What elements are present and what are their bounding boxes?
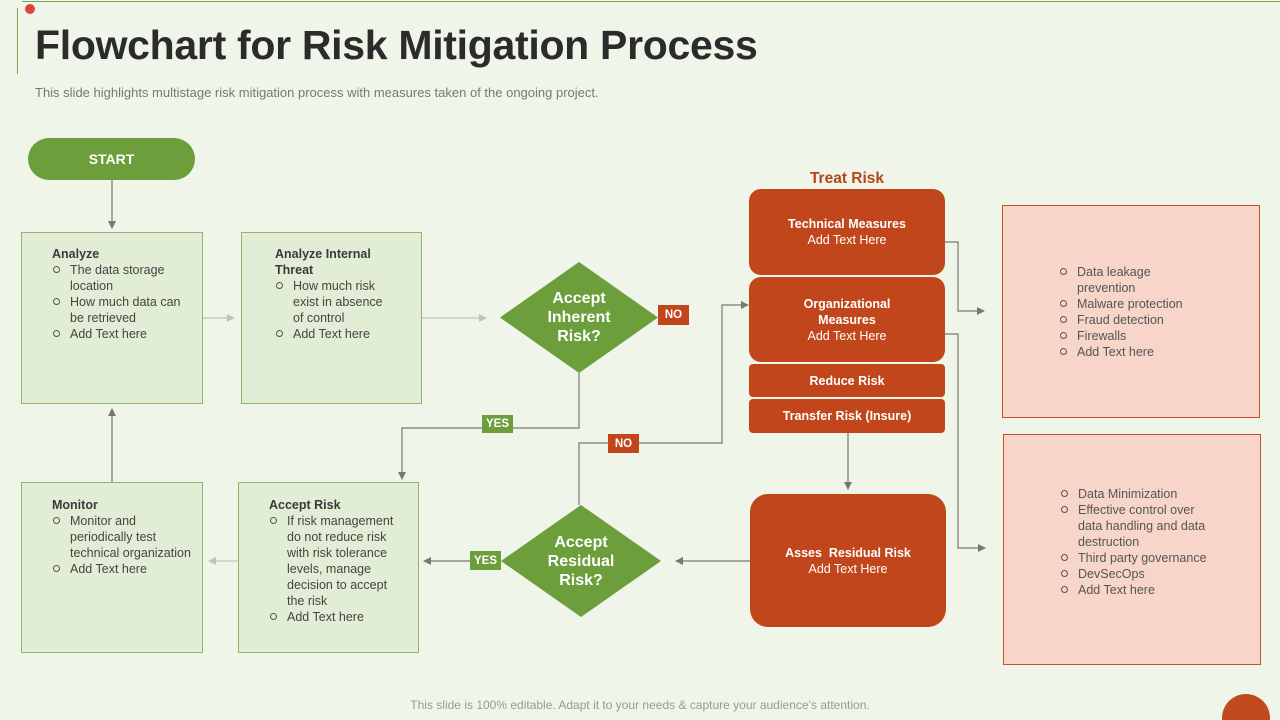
list-item: Firewalls — [1059, 328, 1209, 344]
reduce-risk-box: Reduce Risk — [749, 364, 945, 397]
red-dot-icon — [25, 4, 35, 14]
connector-residual-no — [578, 301, 749, 505]
list-item: Data leakage prevention — [1059, 264, 1209, 296]
list-item: Add Text here — [52, 326, 192, 342]
asses-residual-risk-text: Add Text Here — [808, 561, 888, 576]
list-item: Add Text here — [1059, 344, 1209, 360]
list-item: Data Minimization — [1060, 486, 1212, 502]
accept-residual-risk-decision: Accept Residual Risk? — [501, 505, 661, 617]
list-item: Monitor and periodically test technical … — [52, 513, 192, 561]
list-item: Effective control over data handling and… — [1060, 502, 1212, 550]
page-title: Flowchart for Risk Mitigation Process — [35, 22, 758, 68]
accept-inherent-risk-decision: Accept Inherent Risk? — [500, 262, 658, 373]
analyze-box: Analyze The data storage location How mu… — [21, 232, 203, 404]
accept-inherent-risk-label: Accept Inherent Risk? — [547, 290, 611, 345]
organizational-measures-text: Add Text Here — [807, 328, 887, 343]
list-item: Add Text here — [1060, 582, 1212, 598]
analyze-threat-title: Analyze Internal Threat — [275, 247, 371, 277]
left-accent-line — [17, 8, 18, 74]
page-subtitle: This slide highlights multistage risk mi… — [35, 85, 599, 100]
no-tag-residual: NO — [608, 434, 639, 453]
asses-residual-risk-title: Asses Residual Risk — [785, 545, 911, 560]
list-item: Add Text here — [52, 561, 192, 577]
technical-measures-title: Technical Measures — [788, 217, 906, 231]
list-item: If risk management do not reduce risk wi… — [269, 513, 396, 609]
technical-measures-box: Technical Measures Add Text Here — [749, 189, 945, 275]
yes-tag-inherent: YES — [482, 415, 513, 433]
organizational-measures-list-box: Data Minimization Effective control over… — [1003, 434, 1261, 665]
list-item: Third party governance — [1060, 550, 1212, 566]
asses-residual-risk-box: Asses Residual Risk Add Text Here — [750, 494, 946, 627]
accept-risk-box: Accept Risk If risk management do not re… — [238, 482, 419, 653]
technical-measures-text: Add Text Here — [807, 233, 887, 247]
monitor-box: Monitor Monitor and periodically test te… — [21, 482, 203, 653]
no-tag-inherent: NO — [658, 305, 689, 325]
accept-residual-risk-label: Accept Residual Risk? — [547, 533, 615, 589]
transfer-risk-box: Transfer Risk (Insure) — [749, 399, 945, 433]
monitor-title: Monitor — [52, 498, 98, 512]
organizational-measures-title: Organizational Measures — [803, 296, 891, 327]
list-item: Fraud detection — [1059, 312, 1209, 328]
list-item: How much risk exist in absence of contro… — [275, 278, 395, 326]
analyze-internal-threat-box: Analyze Internal Threat How much risk ex… — [241, 232, 422, 404]
organizational-measures-box: Organizational Measures Add Text Here — [749, 277, 945, 362]
technical-measures-list: Data leakage prevention Malware protecti… — [1059, 264, 1209, 360]
top-border-line — [22, 1, 1280, 2]
footer-note: This slide is 100% editable. Adapt it to… — [410, 698, 870, 712]
organizational-measures-list: Data Minimization Effective control over… — [1060, 486, 1212, 598]
analyze-threat-list: How much risk exist in absence of contro… — [275, 278, 395, 342]
list-item: DevSecOps — [1060, 566, 1212, 582]
list-item: Add Text here — [275, 326, 395, 342]
treat-risk-label: Treat Risk — [809, 170, 885, 187]
start-node: START — [28, 138, 195, 180]
list-item: How much data can be retrieved — [52, 294, 192, 326]
list-item: Malware protection — [1059, 296, 1209, 312]
analyze-list: The data storage location How much data … — [52, 262, 192, 342]
connector-technical-list — [945, 241, 985, 315]
accept-risk-list: If risk management do not reduce risk wi… — [269, 513, 396, 625]
connector-organizational-list — [945, 333, 986, 552]
list-item: The data storage location — [52, 262, 192, 294]
analyze-title: Analyze — [52, 247, 100, 261]
yes-tag-residual: YES — [470, 551, 501, 570]
technical-measures-list-box: Data leakage prevention Malware protecti… — [1002, 205, 1260, 418]
accept-risk-title: Accept Risk — [269, 498, 341, 512]
monitor-list: Monitor and periodically test technical … — [52, 513, 192, 577]
list-item: Add Text here — [269, 609, 396, 625]
